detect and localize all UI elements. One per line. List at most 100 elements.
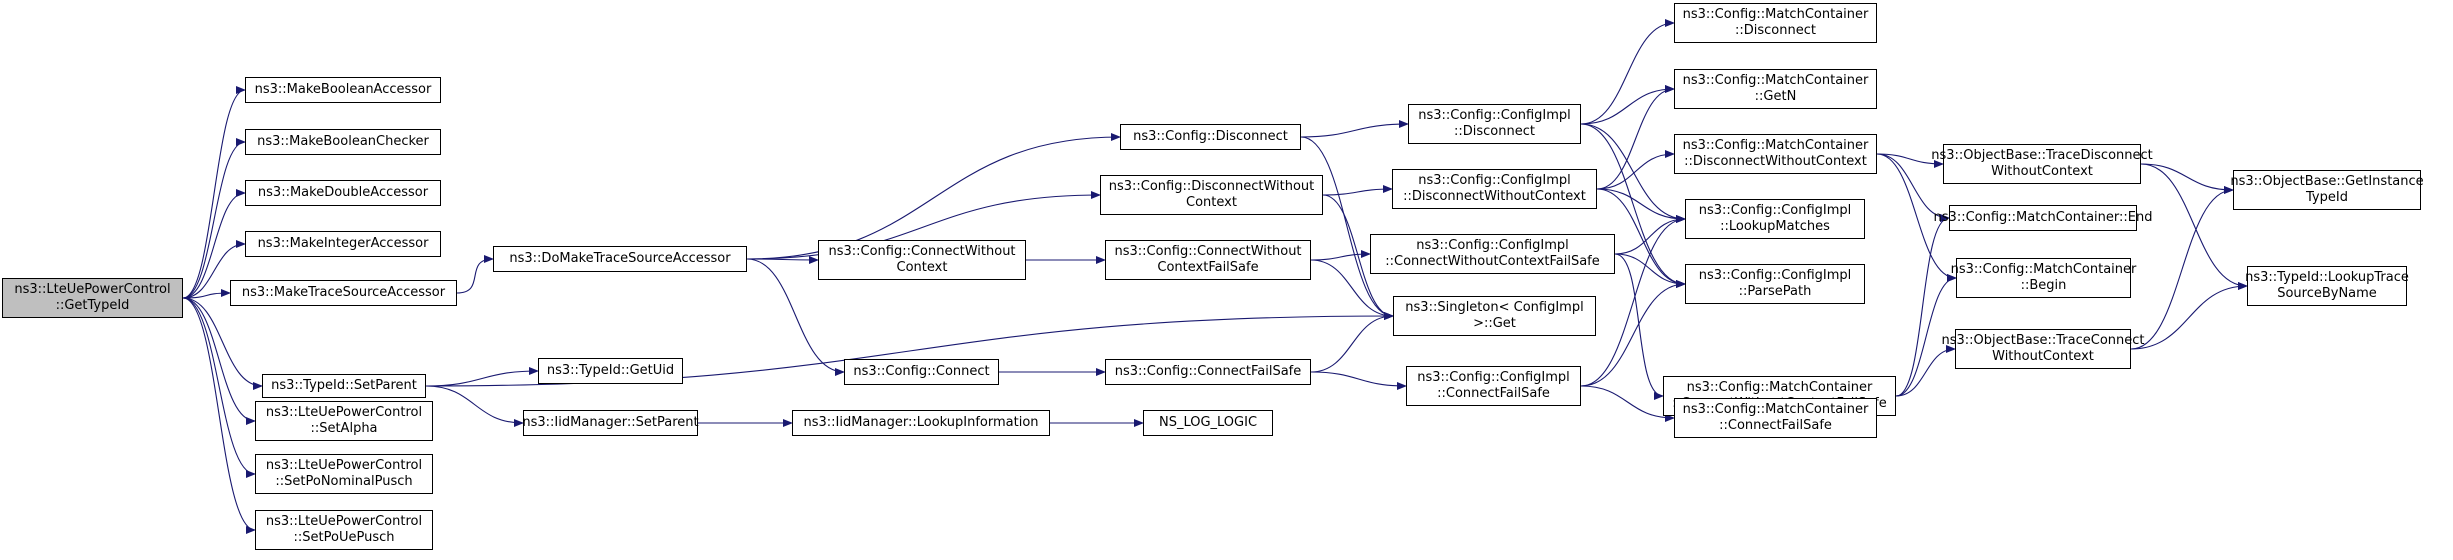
node-label-line: ns3::Config::MatchContainer <box>1950 262 2137 277</box>
edge-cid-to-mcd <box>1580 19 1675 125</box>
node-sa[interactable]: ns3::LteUePowerControl::SetAlpha <box>255 401 433 441</box>
edge-cicwcfs-to-mccwcfs <box>1614 253 1664 400</box>
edge-root-to-mba <box>182 86 246 299</box>
node-label-line: ns3::TypeId::GetUid <box>546 363 675 378</box>
node-spnp[interactable]: ns3::LteUePowerControl::SetPoNominalPusc… <box>255 454 433 494</box>
node-mda[interactable]: ns3::MakeDoubleAccessor <box>245 180 441 206</box>
node-label-line: ns3::MakeBooleanChecker <box>257 134 429 149</box>
node-cilm[interactable]: ns3::Config::ConfigImpl::LookupMatches <box>1685 199 1865 239</box>
node-cid[interactable]: ns3::Config::ConfigImpl::Disconnect <box>1408 104 1581 144</box>
node-label-line: ns3::Config::MatchContainer <box>1686 380 1873 395</box>
edge-root-to-mtsa <box>182 289 231 299</box>
edge-cid-to-cipp <box>1580 123 1686 288</box>
edge-ciddwc-to-cilm <box>1596 188 1686 223</box>
edge-ccwcfs-to-sg <box>1310 259 1394 320</box>
node-label-line: ns3::Config::ConfigImpl <box>1416 238 1569 253</box>
edge-root-to-spnp <box>182 297 256 478</box>
node-label-line: ns3::ObjectBase::TraceDisconnect <box>1931 148 2153 163</box>
node-cd[interactable]: ns3::Config::Disconnect <box>1120 124 1301 150</box>
node-spup[interactable]: ns3::LteUePowerControl::SetPoUePusch <box>255 510 433 550</box>
node-ciddwc[interactable]: ns3::Config::ConfigImpl::DisconnectWitho… <box>1392 169 1597 209</box>
node-label-line: ns3::MakeTraceSourceAccessor <box>241 285 446 300</box>
node-nll[interactable]: NS_LOG_LOGIC <box>1143 410 1273 436</box>
node-tsp[interactable]: ns3::TypeId::SetParent <box>262 374 426 398</box>
node-mcgn[interactable]: ns3::Config::MatchContainer::GetN <box>1674 69 1877 109</box>
edge-cicfs-to-cipp <box>1580 280 1686 387</box>
edge-cicwcfs-to-cilm <box>1614 215 1686 255</box>
edge-cid-to-cilm <box>1580 123 1686 223</box>
node-label-line: ns3::Config::DisconnectWithout <box>1108 179 1315 194</box>
node-ccfs[interactable]: ns3::Config::ConnectFailSafe <box>1105 359 1311 385</box>
node-label-line: ns3::Config::ConfigImpl <box>1417 370 1570 385</box>
edge-cicfs-to-cilm <box>1580 215 1686 387</box>
node-mccfs[interactable]: ns3::Config::MatchContainer::ConnectFail… <box>1674 398 1877 438</box>
node-label-line: ns3::LteUePowerControl <box>265 458 423 473</box>
node-label-line: ns3::LteUePowerControl <box>265 405 423 420</box>
node-label-line: ns3::TypeId::SetParent <box>271 378 417 393</box>
node-label-line: ns3::Config::ConnectFailSafe <box>1114 364 1302 379</box>
node-label-line: ::DisconnectWithoutContext <box>1403 189 1586 204</box>
node-mba[interactable]: ns3::MakeBooleanAccessor <box>245 77 441 103</box>
node-root[interactable]: ns3::LteUePowerControl::GetTypeId <box>2 278 183 318</box>
edge-mccwcfs-to-obtcwc <box>1895 345 1956 397</box>
node-cicfs[interactable]: ns3::Config::ConfigImpl::ConnectFailSafe <box>1406 366 1581 406</box>
edge-mcdwc-to-mce <box>1876 153 1950 222</box>
node-label-line: ns3::Config::ConfigImpl <box>1698 203 1852 218</box>
node-mcdwc[interactable]: ns3::Config::MatchContainer::DisconnectW… <box>1674 134 1877 174</box>
edge-ciddwc-to-mcdwc <box>1596 150 1675 190</box>
edge-cdwc-to-sg <box>1322 194 1394 320</box>
node-label-line: ::GetN <box>1754 89 1797 104</box>
edge-dmtsa-to-cc <box>746 258 845 376</box>
edge-root-to-mda <box>182 189 246 299</box>
node-label-line: Context <box>896 260 948 275</box>
node-mcd[interactable]: ns3::Config::MatchContainer::Disconnect <box>1674 3 1877 43</box>
node-label-line: ContextFailSafe <box>1157 260 1259 275</box>
node-label-line: ns3::IidManager::SetParent <box>522 415 699 430</box>
node-tgu[interactable]: ns3::TypeId::GetUid <box>538 358 683 384</box>
node-cicwcfs[interactable]: ns3::Config::ConfigImpl::ConnectWithoutC… <box>1370 234 1615 274</box>
edge-mccwcfs-to-mcb <box>1895 274 1957 397</box>
node-label-line: ::GetTypeId <box>55 298 130 313</box>
edge-cicwcfs-to-cipp <box>1614 253 1686 288</box>
node-mtsa[interactable]: ns3::MakeTraceSourceAccessor <box>230 280 457 306</box>
node-label-line: ns3::Config::MatchContainer <box>1682 7 1869 22</box>
node-cipp[interactable]: ns3::Config::ConfigImpl::ParsePath <box>1685 264 1865 304</box>
node-imsp[interactable]: ns3::IidManager::SetParent <box>522 410 699 436</box>
edge-ccwcfs-to-cicwcfs <box>1310 250 1371 261</box>
edge-cd-to-sg <box>1300 136 1394 320</box>
node-label-line: ::Disconnect <box>1454 124 1535 139</box>
node-label-line: ns3::ObjectBase::TraceConnect <box>1941 333 2145 348</box>
edge-obtcwc-to-tlsbn <box>2130 282 2248 350</box>
edge-cdwc-to-ciddwc <box>1322 185 1393 196</box>
edge-dmtsa-to-cdwc <box>746 191 1101 260</box>
edge-obtcwc-to-obgit <box>2130 186 2234 350</box>
edge-tsp-to-imsp <box>425 385 524 427</box>
node-label-line: >::Get <box>1473 316 1516 331</box>
node-mia[interactable]: ns3::MakeIntegerAccessor <box>245 231 441 257</box>
node-label-line: SourceByName <box>2277 286 2377 301</box>
node-dmtsa[interactable]: ns3::DoMakeTraceSourceAccessor <box>493 246 747 272</box>
node-label-line: ::SetPoNominalPusch <box>275 474 413 489</box>
edge-root-to-tsp <box>182 297 263 390</box>
node-mce[interactable]: ns3::Config::MatchContainer::End <box>1934 205 2152 231</box>
edge-ciddwc-to-mcgn <box>1596 85 1675 190</box>
edge-mccwcfs-to-mce <box>1895 214 1950 397</box>
edge-cicfs-to-mccfs <box>1580 385 1675 422</box>
node-imli[interactable]: ns3::IidManager::LookupInformation <box>792 410 1050 436</box>
node-label-line: ::Begin <box>2020 278 2067 293</box>
node-sg[interactable]: ns3::Singleton< ConfigImpl>::Get <box>1393 296 1596 336</box>
node-cc[interactable]: ns3::Config::Connect <box>844 359 999 385</box>
node-label-line: ns3::Config::MatchContainer <box>1682 73 1869 88</box>
node-mcb[interactable]: ns3::Config::MatchContainer::Begin <box>1951 258 2136 298</box>
edge-root-to-mia <box>182 240 246 299</box>
node-mbc[interactable]: ns3::MakeBooleanChecker <box>245 129 441 155</box>
node-label-line: ns3::MakeDoubleAccessor <box>257 185 429 200</box>
